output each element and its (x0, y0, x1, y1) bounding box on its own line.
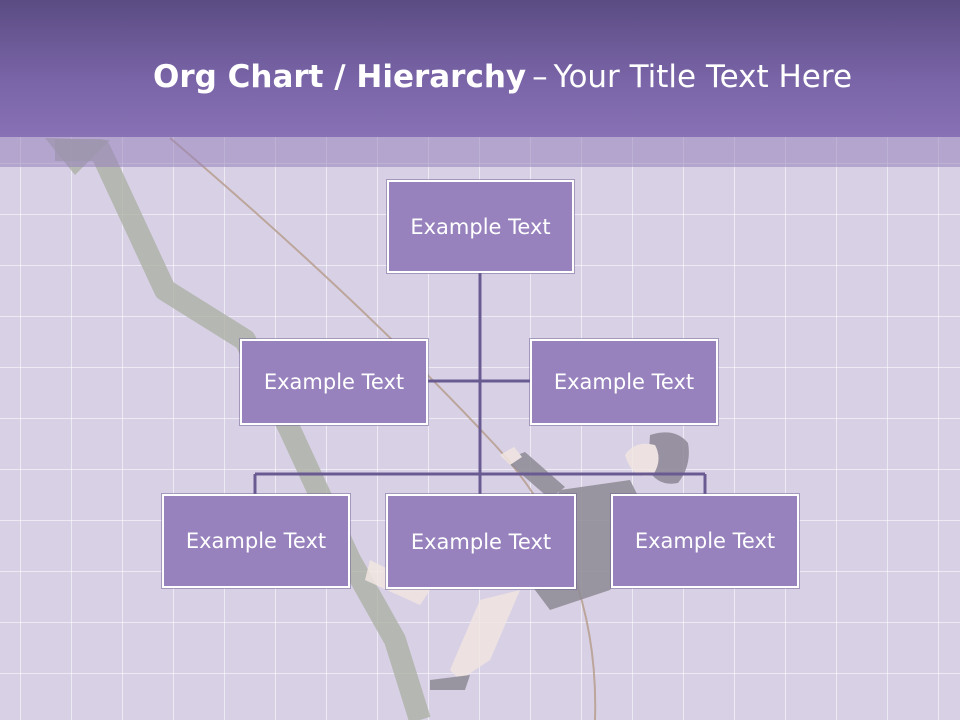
title-rest-part: Your Title Text Here (553, 59, 853, 95)
org-node-label: Example Text (553, 370, 695, 394)
title-banner (0, 0, 960, 137)
org-node-child-3[interactable]: Example Text (611, 494, 799, 588)
org-node-root[interactable]: Example Text (387, 180, 574, 273)
org-node-assistant-right[interactable]: Example Text (530, 339, 718, 425)
title-bold-part: Org Chart / Hierarchy (153, 59, 527, 95)
org-node-label: Example Text (410, 529, 552, 554)
title-banner-strip (0, 137, 960, 167)
org-node-label: Example Text (263, 370, 405, 394)
org-node-child-2[interactable]: Example Text (386, 494, 576, 589)
org-node-label: Example Text (410, 214, 551, 239)
slide-title: Org Chart / Hierarchy–Your Title Text He… (153, 52, 852, 102)
climbing-rope (169, 137, 597, 720)
title-dash: – (532, 59, 548, 95)
org-node-label: Example Text (185, 529, 327, 553)
org-node-assistant-left[interactable]: Example Text (240, 339, 428, 425)
org-node-label: Example Text (634, 529, 776, 553)
org-node-child-1[interactable]: Example Text (162, 494, 350, 588)
